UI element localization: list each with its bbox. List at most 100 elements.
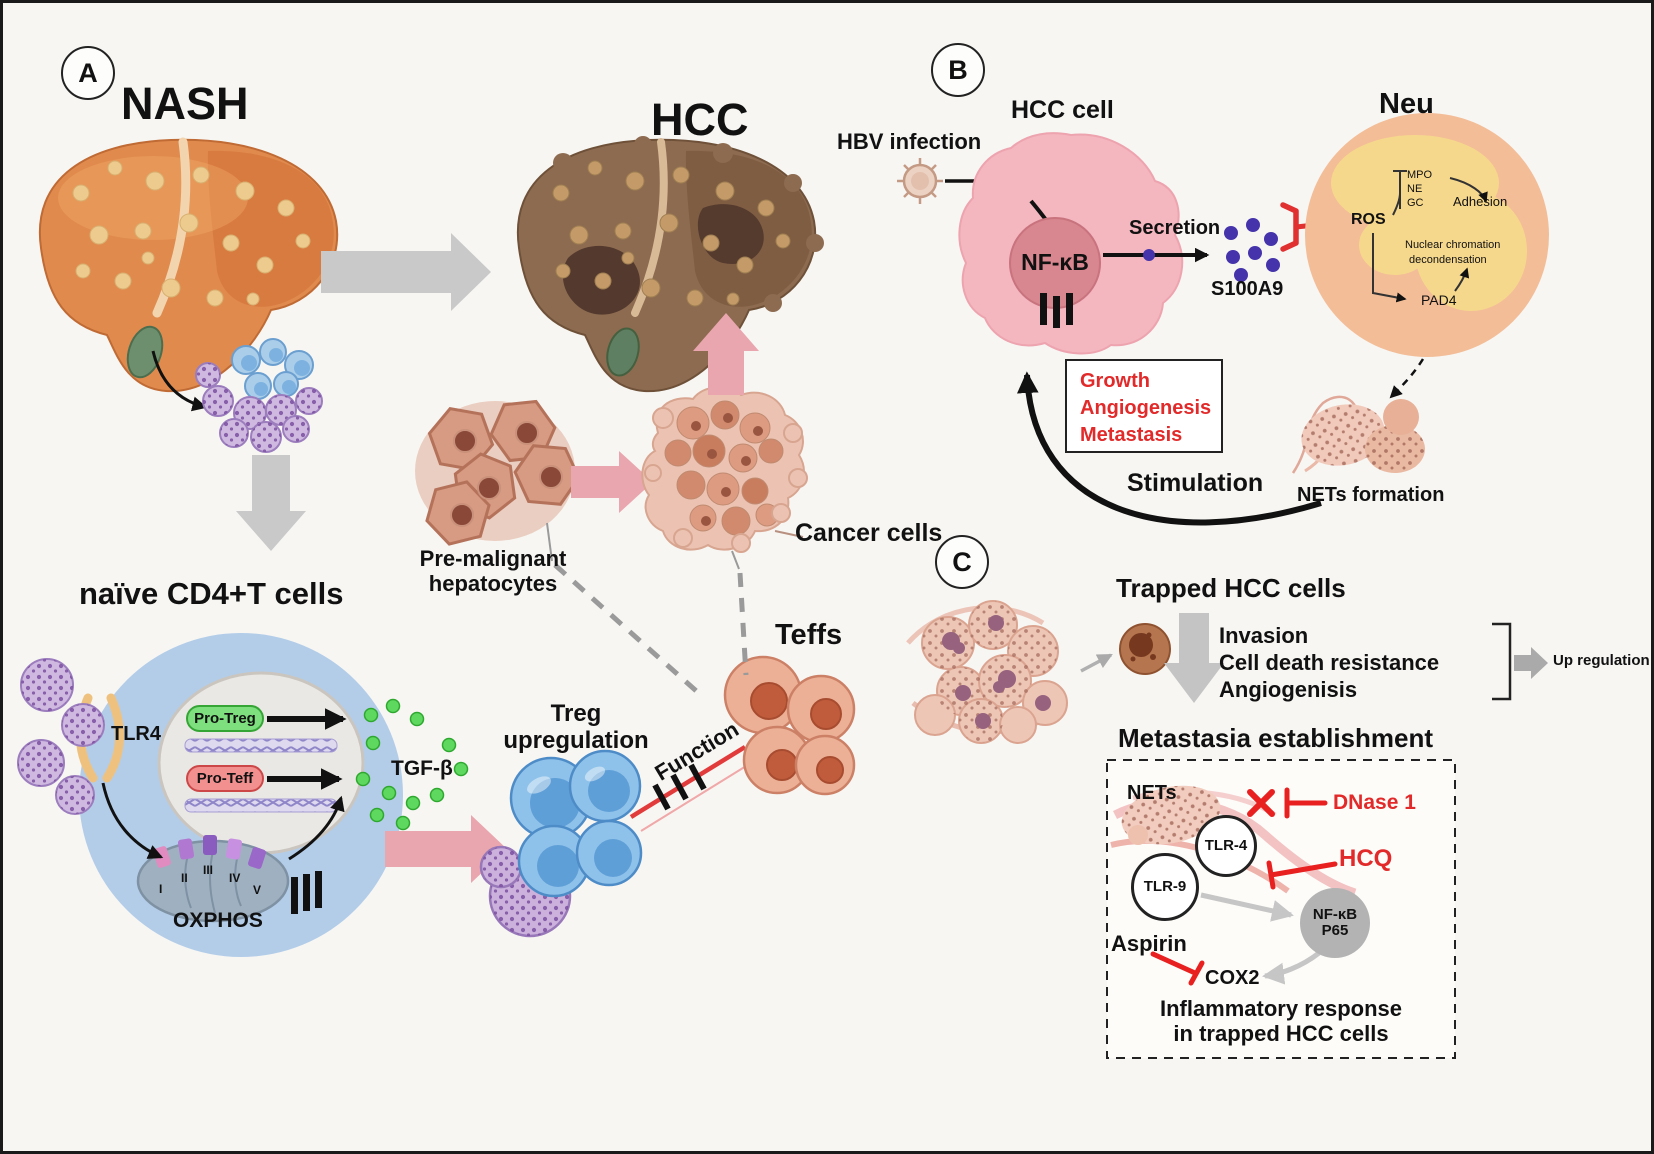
complex-iii-label: III <box>203 863 214 877</box>
dashed-suppression-lines <box>546 522 749 699</box>
nfkb-inhibition-bars <box>1040 293 1073 328</box>
neu-label: Neu <box>1379 88 1434 120</box>
arrow-cd4-to-treg <box>385 815 507 883</box>
premalignant-line2: hepatocytes <box>428 570 558 596</box>
trapped-hcc-cluster-illustration <box>906 600 1068 744</box>
metastasis-label: Metastasis <box>1080 424 1183 446</box>
gc-label: GC <box>1407 197 1424 209</box>
tlr4-label: TLR4 <box>111 723 161 745</box>
hcq-inhibition <box>1266 860 1338 890</box>
hcq-label: HCQ <box>1339 845 1393 872</box>
cancer-cells-label: Cancer cells <box>795 519 943 547</box>
immune-cell-cluster <box>195 338 323 453</box>
premalignant-line1: Pre-malignant <box>419 546 567 571</box>
treg-cells-illustration <box>479 749 643 938</box>
hcc-cell-illustration <box>958 132 1184 355</box>
nash-liver-illustration <box>38 137 339 393</box>
teffs-label: Teffs <box>775 619 843 651</box>
pro-teff-pill: Pro-Teff <box>186 765 264 792</box>
arrow-cells-to-cd4 <box>236 455 306 551</box>
signal-arrows <box>1200 892 1321 985</box>
complex-iv-label: IV <box>229 871 241 885</box>
inflammatory-line1: Inflammatory response <box>1159 996 1403 1021</box>
figure-artwork <box>17 113 1549 1059</box>
hcc-title: HCC <box>651 94 749 145</box>
stimulation-label: Stimulation <box>1127 469 1264 497</box>
complex-i-label: I <box>159 882 163 896</box>
pad4-label: PAD4 <box>1421 292 1457 308</box>
nfkb-label: NF-κB <box>1021 249 1089 275</box>
oxphos-inhibition-bars <box>291 871 322 914</box>
escaped-hcc-cell-illustration <box>1119 623 1171 675</box>
nets-label: NETs <box>1127 782 1177 804</box>
hcc-liver-illustration <box>516 136 824 393</box>
teff-cells-illustration <box>723 655 856 796</box>
secretion-arrow <box>1103 247 1210 263</box>
trapped-hcc-label: Trapped HCC cells <box>1116 573 1346 603</box>
neutrophil-illustration <box>1305 113 1549 357</box>
arrow-premalignant-to-cancer <box>571 451 653 513</box>
treg-line1: Treg <box>550 700 602 727</box>
secretion-label: Secretion <box>1129 217 1221 239</box>
tlr9-node: TLR-9 <box>1131 853 1199 921</box>
s100a9-label: S100A9 <box>1211 278 1284 300</box>
nash-title: NASH <box>121 78 249 129</box>
growth-effects-box: Growth Angiogenesis Metastasis <box>1065 359 1223 453</box>
ros-label: ROS <box>1351 211 1386 228</box>
tgf-beta-dots <box>355 698 469 831</box>
ne-label: NE <box>1407 183 1423 195</box>
s100a9-dots <box>1224 218 1280 282</box>
aspirin-label: Aspirin <box>1111 931 1187 956</box>
complex-ii-label: II <box>181 871 188 885</box>
aspirin-inhibition <box>1150 951 1205 986</box>
dashed-arrow-neu-to-nets <box>1389 358 1425 399</box>
hcc-cell-label: HCC cell <box>1011 96 1114 124</box>
arrow-nash-to-hcc <box>321 233 491 311</box>
mitochondria-illustration <box>136 835 290 923</box>
tgf-beta-label: TGF-β <box>391 757 453 780</box>
nets-formation-label: NETs formation <box>1297 484 1445 506</box>
dnase-label: DNase 1 <box>1333 791 1416 814</box>
arrow-to-metastasis <box>1164 613 1224 703</box>
nets-formation-illustration <box>1291 395 1425 474</box>
arrow-up-regulation <box>1514 647 1548 679</box>
panel-a-badge: A <box>61 46 115 100</box>
hbv-infection-label: HBV infection <box>837 129 982 154</box>
arrow-cancer-to-hcc <box>693 313 759 395</box>
naive-cd4-label: naïve CD4+T cells <box>79 576 344 611</box>
oxphos-label: OXPHOS <box>173 909 263 932</box>
mpo-label: MPO <box>1407 169 1433 181</box>
premalignant-hepatocytes-illustration <box>415 398 583 550</box>
adhesion-label: Adhesion <box>1453 194 1508 209</box>
function-inhibition <box>629 745 752 832</box>
complex-v-label: V <box>253 883 262 897</box>
growth-label: Growth <box>1080 370 1150 392</box>
invasion-label: Invasion <box>1219 623 1309 648</box>
angiogenesis-label: Angiogenesis <box>1080 397 1212 419</box>
panel-c-badge: C <box>935 535 989 589</box>
metastasia-establishment-label: Metastasia establishment <box>1118 723 1434 753</box>
cox2-label: COX2 <box>1205 967 1260 989</box>
up-regulation-label: Up regulation <box>1553 652 1650 669</box>
upregulation-bracket <box>1492 622 1512 701</box>
naive-t-cells-left <box>17 658 105 815</box>
cell-death-resistance-label: Cell death resistance <box>1219 650 1440 675</box>
tlr4-node: TLR-4 <box>1195 815 1257 877</box>
angiogenisis-label: Angiogenisis <box>1219 677 1358 702</box>
panel-b-badge: B <box>931 43 985 97</box>
treg-line2: upregulation <box>503 726 649 754</box>
arrow-cluster-to-cell <box>1080 653 1113 673</box>
nfkb-p65-line2: P65 <box>1321 922 1349 939</box>
nfkb-p65-line1: NF-κB <box>1312 905 1358 923</box>
dnase-block <box>1247 787 1328 819</box>
arrow-liver-to-cells <box>151 350 208 412</box>
inflammatory-line2: in trapped HCC cells <box>1173 1020 1389 1046</box>
nuclear-chromatin-line1: Nuclear chromation <box>1405 239 1501 251</box>
pro-treg-pill: Pro-Treg <box>186 705 264 732</box>
cancer-cells-illustration <box>641 386 808 553</box>
